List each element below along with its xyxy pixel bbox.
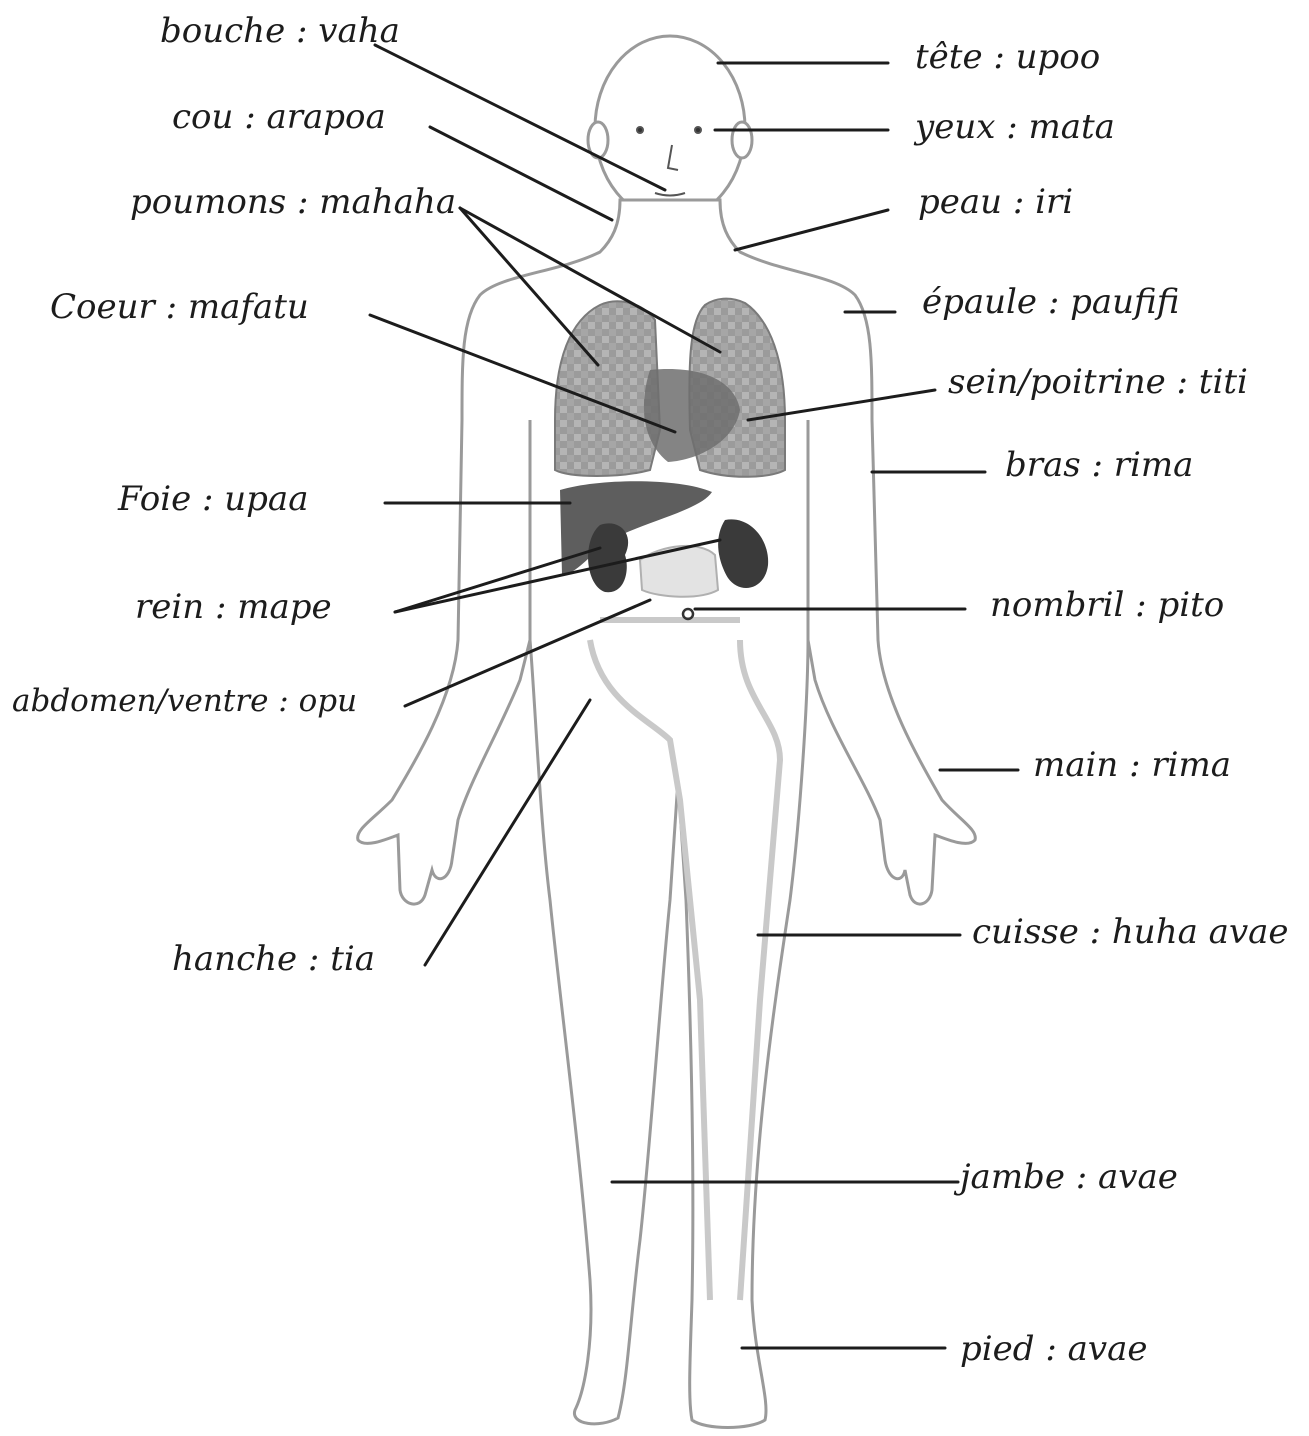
label-cuisse: cuisse : huha avae — [972, 915, 1289, 949]
right-eye — [695, 127, 701, 133]
label-bras: bras : rima — [1005, 448, 1193, 482]
label-epaule: épaule : paufifi — [922, 285, 1179, 319]
left-eye — [637, 127, 643, 133]
label-hanche: hanche : tia — [172, 942, 375, 976]
right-ear — [732, 122, 752, 158]
label-foie: Foie : upaa — [118, 482, 308, 516]
label-coeur: Coeur : mafatu — [50, 290, 309, 324]
label-main: main : rima — [1033, 748, 1231, 782]
label-cou: cou : arapoa — [172, 100, 386, 134]
label-rein: rein : mape — [135, 590, 332, 624]
line-cou — [430, 127, 612, 220]
label-abdomen: abdomen/ventre : opu — [12, 686, 357, 717]
label-yeux: yeux : mata — [915, 110, 1115, 144]
label-peau: peau : iri — [918, 185, 1073, 219]
label-bouche: bouche : vaha — [160, 14, 400, 48]
stomach — [640, 546, 718, 597]
label-poumons: poumons : mahaha — [130, 185, 456, 219]
label-jambe: jambe : avae — [960, 1160, 1178, 1194]
label-tete: tête : upoo — [915, 40, 1100, 74]
line-peau — [735, 210, 888, 250]
body-outline — [358, 36, 976, 1428]
left-kidney — [588, 523, 628, 592]
label-nombril: nombril : pito — [990, 588, 1224, 622]
label-sein: sein/poitrine : titi — [948, 365, 1248, 399]
label-pied: pied : avae — [960, 1332, 1147, 1366]
